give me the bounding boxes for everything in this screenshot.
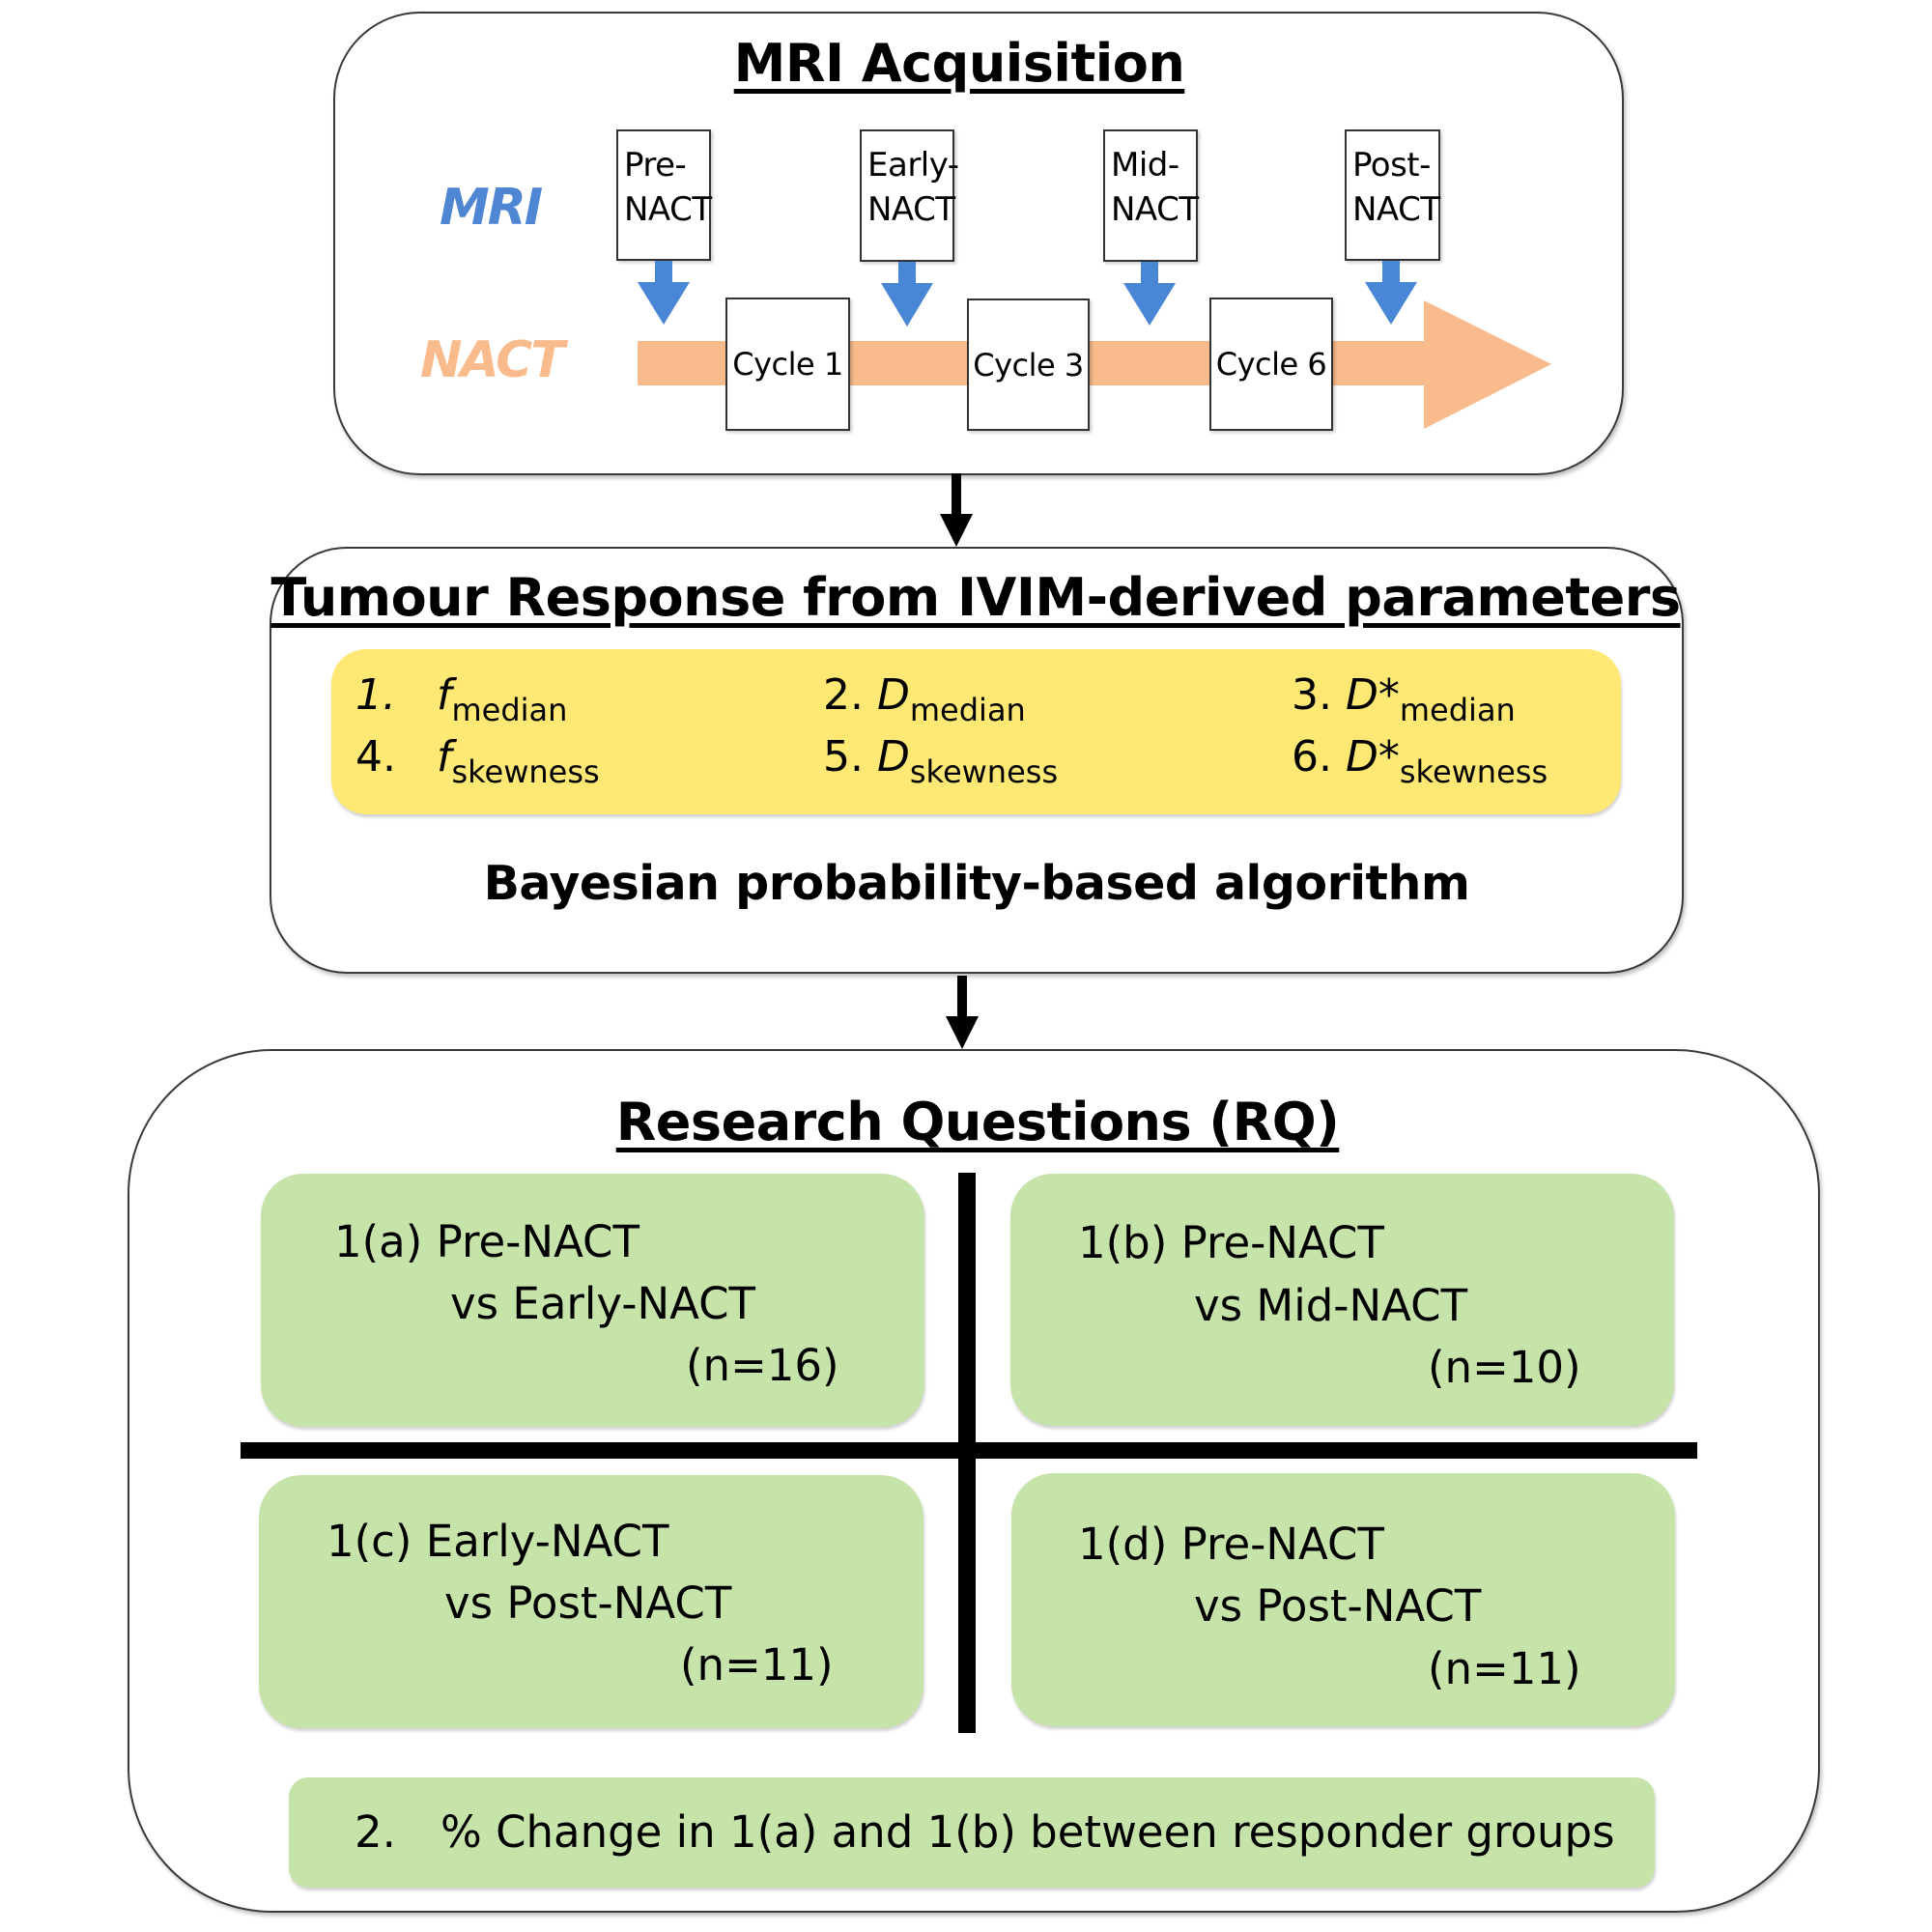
cycle-3-box: Cycle 3 xyxy=(967,298,1090,431)
cycle-1-box: Cycle 1 xyxy=(725,298,850,431)
rq-sample-size: (n=11) xyxy=(1428,1643,1581,1694)
parameter-subscript: skewness xyxy=(1399,753,1548,790)
parameter-subscript: median xyxy=(451,692,568,728)
research-questions-title: Research Questions (RQ) xyxy=(615,1092,1340,1152)
timepoint-line2: NACT xyxy=(1352,190,1440,229)
rq-2-label: % Change in 1(a) and 1(b) between respon… xyxy=(440,1806,1615,1858)
timepoint-line1: Post- xyxy=(1352,146,1431,185)
parameter-item: 2. Dmedian xyxy=(823,670,1026,728)
rq-1a-box: 1(a) Pre-NACT vs Early-NACT (n=16) xyxy=(261,1174,924,1427)
timepoint-line1: Pre- xyxy=(624,146,687,185)
rq-comparison-label: vs Post-NACT xyxy=(1194,1580,1482,1632)
cycle-6-box: Cycle 6 xyxy=(1209,298,1333,431)
parameter-symbol: D xyxy=(876,732,910,781)
down-arrow-icon xyxy=(1123,262,1176,326)
parameter-symbol: f xyxy=(436,732,452,781)
rq-comparison-label: vs Mid-NACT xyxy=(1194,1280,1468,1331)
nact-timeline-head xyxy=(1424,300,1551,429)
rq-comparison-label: vs Early-NACT xyxy=(450,1278,756,1329)
parameter-number: 5. xyxy=(823,732,864,781)
rq-2-box: 2. % Change in 1(a) and 1(b) between res… xyxy=(289,1777,1655,1888)
rq-comparison-label: 1(a) Pre-NACT xyxy=(334,1216,639,1267)
timepoint-early-nact: Early- NACT xyxy=(860,129,959,262)
rq-sample-size: (n=11) xyxy=(680,1639,834,1690)
timepoint-line2: NACT xyxy=(867,190,955,229)
down-arrow-icon xyxy=(881,262,933,327)
rq-sample-size: (n=16) xyxy=(686,1340,839,1391)
down-arrow-icon xyxy=(638,261,690,325)
timepoint-mid-nact: Mid- NACT xyxy=(1103,129,1199,262)
parameter-item: 4. fskewness xyxy=(355,732,600,790)
down-arrow-icon xyxy=(1365,261,1417,325)
rq-comparison-label: 1(d) Pre-NACT xyxy=(1078,1519,1384,1570)
parameter-subscript: skewness xyxy=(451,753,600,790)
rq-comparison-label: 1(c) Early-NACT xyxy=(327,1516,669,1567)
parameter-number: 2. xyxy=(823,670,864,720)
flow-arrow-down-icon xyxy=(946,976,979,1049)
rq-comparison-label: 1(b) Pre-NACT xyxy=(1078,1217,1384,1268)
mri-scan-arrows xyxy=(638,261,1417,327)
ivim-parameters-box xyxy=(331,649,1621,814)
rq-1d-box: 1(d) Pre-NACT vs Post-NACT (n=11) xyxy=(1011,1473,1675,1726)
rq-1b-box: 1(b) Pre-NACT vs Mid-NACT (n=10) xyxy=(1010,1174,1674,1426)
parameter-number: 6. xyxy=(1292,732,1332,781)
parameter-number: 1. xyxy=(355,670,396,720)
parameter-subscript: median xyxy=(909,692,1026,728)
algorithm-label: Bayesian probability-based algorithm xyxy=(483,856,1470,911)
parameter-item: 1. fmedian xyxy=(355,670,567,728)
parameter-subscript: median xyxy=(1399,692,1516,728)
timepoint-post-nact: Post- NACT xyxy=(1345,129,1440,261)
timepoint-line2: NACT xyxy=(624,190,712,229)
rq-comparison-label: vs Post-NACT xyxy=(444,1577,732,1629)
tumour-response-title: Tumour Response from IVIM-derived parame… xyxy=(270,567,1681,628)
parameter-item: 6. D*skewness xyxy=(1292,732,1548,790)
timepoint-line1: Mid- xyxy=(1111,146,1179,185)
rq-sample-size: (n=10) xyxy=(1428,1342,1581,1393)
parameter-symbol: D* xyxy=(1345,670,1400,720)
parameter-symbol: D* xyxy=(1345,732,1400,781)
timepoint-line1: Early- xyxy=(867,146,959,185)
parameter-symbol: f xyxy=(436,670,452,720)
parameter-number: 4. xyxy=(355,732,396,781)
parameter-item: 5. Dskewness xyxy=(823,732,1058,790)
parameter-item: 3. D*median xyxy=(1292,670,1516,728)
timepoint-pre-nact: Pre- NACT xyxy=(616,129,712,261)
rq-1c-box: 1(c) Early-NACT vs Post-NACT (n=11) xyxy=(259,1475,923,1728)
timepoint-line2: NACT xyxy=(1111,190,1199,229)
parameter-number: 3. xyxy=(1292,670,1332,720)
mri-acquisition-title: MRI Acquisition xyxy=(733,33,1185,94)
mri-row-label: MRI xyxy=(440,179,543,237)
parameter-symbol: D xyxy=(876,670,910,720)
rq-2-number: 2. xyxy=(355,1806,396,1858)
nact-row-label: NACT xyxy=(420,331,565,389)
quadrant-divider-horizontal xyxy=(241,1442,1697,1459)
parameter-subscript: skewness xyxy=(909,753,1059,790)
flow-arrow-down-icon xyxy=(940,473,973,547)
